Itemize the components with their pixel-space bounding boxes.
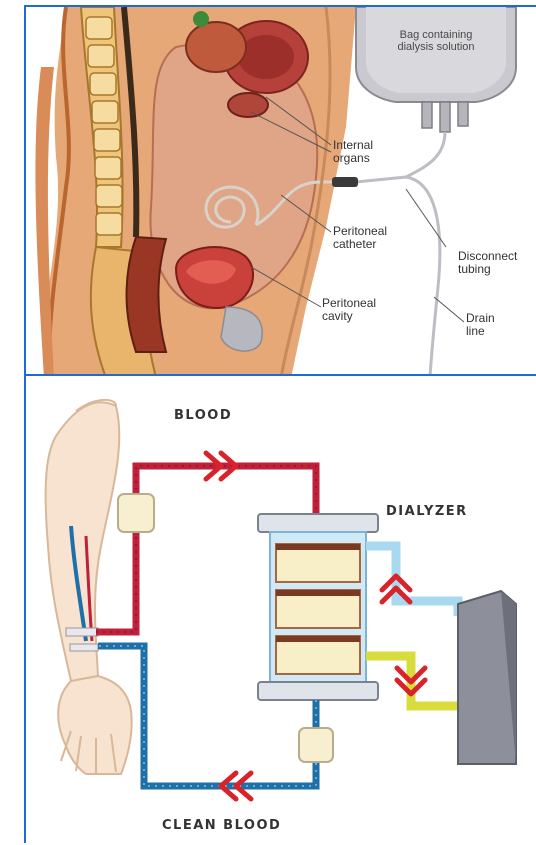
hand xyxy=(58,676,131,774)
peritoneal-illustration xyxy=(26,7,536,378)
hemodialysis-panel: BLOOD DIALYZER CLEAN BLOOD xyxy=(24,374,536,843)
dialysis-machine xyxy=(458,591,516,764)
peritoneal-dialysis-panel: Bag containing dialysis solution Interna… xyxy=(24,5,536,376)
drain-line-label: Drain line xyxy=(466,312,495,338)
hemodialysis-illustration xyxy=(26,376,536,845)
peritoneal-catheter-label: Peritoneal catheter xyxy=(333,225,387,251)
bag-label: Bag containing dialysis solution xyxy=(366,29,506,53)
dialyzer-label: DIALYZER xyxy=(386,504,468,519)
connector xyxy=(332,177,358,187)
pump-chamber-top xyxy=(118,494,154,532)
disconnect-tubing-label: Disconnect tubing xyxy=(458,250,517,276)
internal-organs-label: Internal organs xyxy=(333,139,373,165)
blood-label: BLOOD xyxy=(174,408,232,423)
dialyzer xyxy=(258,514,378,700)
clean-blood-label: CLEAN BLOOD xyxy=(162,818,281,833)
peritoneal-cavity-label: Peritoneal cavity xyxy=(322,297,376,323)
drain-line xyxy=(406,177,440,378)
kidney xyxy=(228,93,268,117)
arm xyxy=(46,402,120,681)
dialysate-in-tube xyxy=(366,546,458,616)
pump-chamber-bottom xyxy=(299,728,333,762)
